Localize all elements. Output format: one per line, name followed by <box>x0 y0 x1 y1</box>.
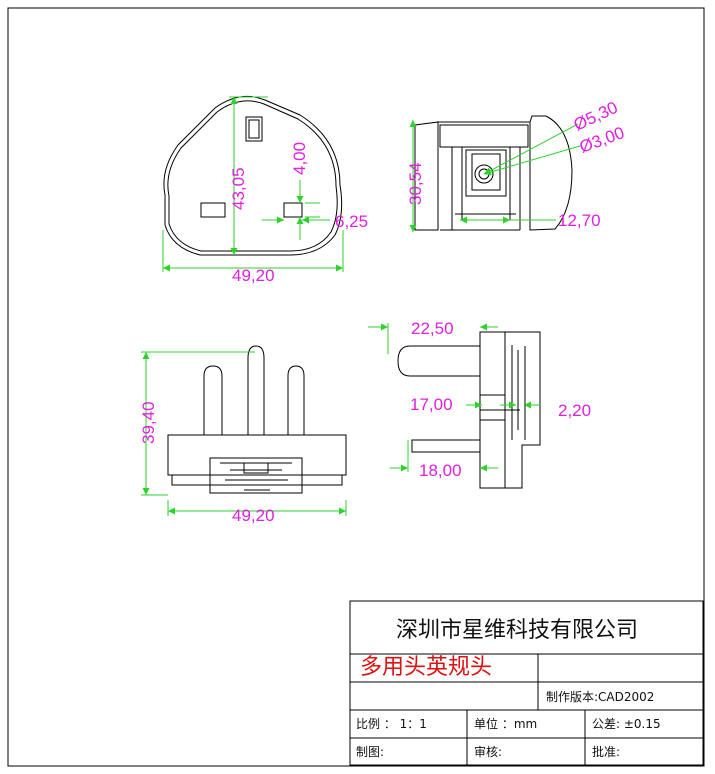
right-mid-length-label: 17,00 <box>410 395 453 414</box>
right-view-dimensions <box>368 323 540 472</box>
bottom-view-pin-live <box>203 365 223 435</box>
neutral-pin-slot <box>283 202 303 218</box>
right-thickness-label: 2,20 <box>558 401 591 420</box>
sheet-border <box>7 7 705 767</box>
side-height-label: 30,54 <box>406 162 425 205</box>
bottom-view-body <box>167 434 347 476</box>
front-view <box>163 95 343 256</box>
checked-by-label: 审核: <box>474 744 502 759</box>
bottom-height-label: 39,40 <box>139 401 158 444</box>
front-width-label: 49,20 <box>232 266 275 285</box>
earth-pin-slot <box>245 116 263 142</box>
version-label: 制作版本:CAD2002 <box>546 690 654 704</box>
drawn-by-label: 制图: <box>356 745 384 759</box>
title-block <box>349 600 704 766</box>
front-pin-label: 4,00 <box>290 142 309 175</box>
side-view-dimensions <box>409 120 581 232</box>
right-view-body <box>479 331 541 489</box>
right-lower-length-label: 18,00 <box>419 461 462 480</box>
front-view-dimensions <box>162 96 344 272</box>
bottom-view-pin-earth <box>247 345 265 435</box>
bottom-view <box>167 345 347 494</box>
tolerance-label: 公差: ±0.15 <box>592 717 661 731</box>
side-view <box>414 115 573 231</box>
company-name: 深圳市星维科技有限公司 <box>396 618 638 643</box>
front-view-outline <box>163 95 343 256</box>
right-view-pin-bottom <box>411 439 481 453</box>
bottom-view-pin-neutral <box>287 365 305 435</box>
bottom-view-dimensions <box>141 351 347 516</box>
rivet-outer <box>474 164 494 184</box>
right-view <box>397 331 541 489</box>
front-pin-gap-label: 6,25 <box>335 212 368 231</box>
front-height-label: 43,05 <box>229 167 248 210</box>
right-pin-length-label: 22,50 <box>411 319 454 338</box>
scale-label: 比例 ： 1：1 <box>356 717 427 731</box>
bottom-width-label: 49,20 <box>232 506 275 525</box>
approved-by-label: 批准: <box>592 744 620 759</box>
unit-label: 单位 ：mm <box>474 716 537 731</box>
part-name: 多用头英规头 <box>360 655 492 680</box>
right-view-pin-top <box>397 345 481 377</box>
live-pin-slot <box>200 202 226 218</box>
side-width-label: 12,70 <box>558 211 601 230</box>
